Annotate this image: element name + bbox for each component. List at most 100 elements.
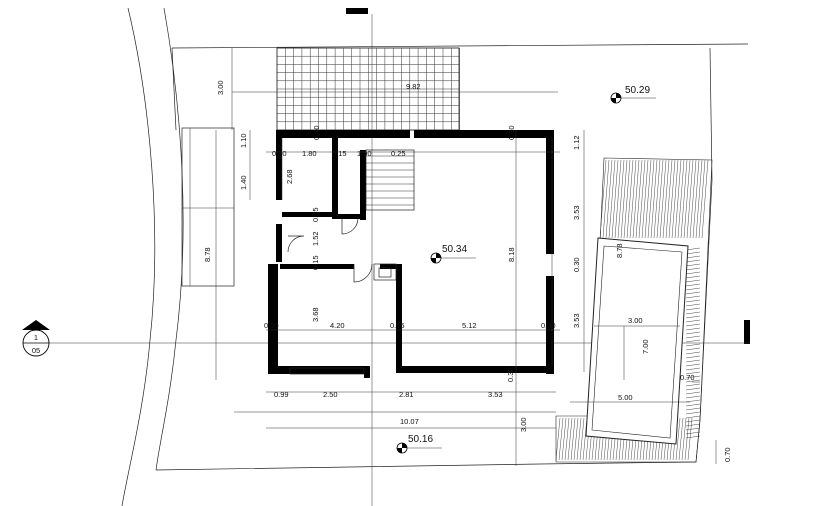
deck-hatch-line (685, 375, 701, 379)
deck-hatch-line (698, 159, 706, 239)
dim-2-81: 2.81 (399, 390, 414, 399)
deck-hatch-line (683, 159, 691, 239)
deck-hatch-line (662, 159, 670, 239)
deck-hatch-line (685, 327, 701, 331)
deck-hatch-line (681, 417, 687, 461)
level-marker-floor: 50.34 (430, 244, 476, 264)
deck-hatch-line (685, 251, 701, 255)
deck-hatch-line (644, 159, 652, 239)
dim-9-82: 9.82 (406, 82, 421, 91)
door-swing-3 (287, 235, 305, 253)
deck-hatch-line (689, 159, 697, 239)
dim-1-12: 1.12 (572, 135, 581, 150)
deck-hatch-line (692, 159, 700, 239)
deck-hatch-line (579, 417, 585, 461)
deck-hatch-line (626, 159, 634, 239)
deck-hatch-line (685, 431, 701, 435)
dim-0-30-d: 0.30 (541, 321, 556, 330)
deck-hatch-line (641, 159, 649, 239)
deck-hatch-line (635, 159, 643, 239)
deck-hatch-line (685, 283, 701, 287)
deck-hatch-line (573, 417, 579, 461)
deck-hatch-line (599, 159, 607, 239)
site-boundary (171, 43, 749, 49)
pergola-grid (276, 47, 460, 131)
deck-hatch-line (685, 255, 701, 259)
dim-0-30-a: 0.30 (272, 149, 287, 158)
deck-hatch-line (685, 339, 701, 343)
deck-hatch-line (687, 417, 693, 461)
dim-3-68: 3.68 (311, 307, 320, 322)
dim-3-53-b: 3.53 (572, 313, 581, 328)
deck-hatch-line (620, 159, 628, 239)
deck-hatch-line (567, 417, 573, 461)
dim-2-50: 2.50 (323, 390, 338, 399)
section-sheet: 05 (32, 346, 40, 355)
dim-0-15-b: 0.15 (311, 207, 320, 222)
deck-hatch-line (685, 335, 701, 339)
level-marker-terrace: 50.29 (610, 85, 656, 104)
deck-hatch-line (650, 159, 658, 239)
deck-hatch-line (701, 159, 709, 239)
deck-hatch-line (685, 287, 701, 291)
deck-hatch-line (685, 275, 701, 279)
dim-2-68: 2.68 (285, 169, 294, 184)
deck-hatch-line (602, 159, 610, 239)
road-curve-outer (121, 7, 156, 506)
site-boundary-left (171, 47, 177, 131)
dim-3-53-a: 3.53 (572, 205, 581, 220)
deck-hatch-line (653, 159, 661, 239)
dim-5-00: 5.00 (618, 393, 633, 402)
deck-hatch-line (555, 417, 561, 461)
deck-hatch-line (685, 323, 701, 327)
deck-hatch-line (684, 417, 690, 461)
dim-8-78-pool: 8.78 (615, 243, 624, 258)
dim-0-30-b: 0.30 (312, 125, 321, 140)
deck-hatch-line (665, 159, 673, 239)
deck-hatch-line (671, 159, 679, 239)
dim-0-70-b: 0.70 (723, 447, 732, 462)
dim-0-30-f: 0.30 (506, 367, 515, 382)
deck-hatch-line (659, 159, 667, 239)
dim-0-99: 0.99 (274, 390, 289, 399)
house-walls (268, 130, 554, 378)
pool (585, 237, 689, 445)
level-garden-label: 50.16 (408, 434, 433, 445)
deck-hatch-line (695, 159, 703, 239)
left-annex (181, 127, 235, 287)
dim-0-30-e: 0.30 (572, 257, 581, 272)
deck-hatch-line (685, 387, 701, 391)
deck-hatch-line (656, 159, 664, 239)
deck-hatch-line (611, 159, 619, 239)
deck-hatch-line (685, 395, 701, 399)
dim-1-10: 1.10 (239, 133, 248, 148)
level-marker-garden: 50.16 (396, 434, 442, 454)
deck-hatch-line (647, 159, 655, 239)
deck-hatch-line (685, 331, 701, 335)
deck-hatch-line (614, 159, 622, 239)
deck-hatch-line (677, 159, 685, 239)
dim-10-07: 10.07 (400, 417, 419, 426)
deck-hatch-line (685, 271, 701, 275)
deck-hatch-line (685, 403, 701, 407)
deck-hatch-line (685, 279, 701, 283)
deck-hatch-line (685, 351, 701, 355)
deck-hatch-line (685, 259, 701, 263)
deck-hatch-line (685, 363, 701, 367)
deck-hatch-line (685, 343, 701, 347)
deck-hatch-line (685, 303, 701, 307)
dim-1-90: 1.90 (357, 149, 372, 158)
deck-hatch-line (608, 159, 616, 239)
deck-hatch-line (685, 415, 701, 419)
dim-3-53-c: 3.53 (488, 390, 503, 399)
dim-1-80: 1.80 (302, 149, 317, 158)
deck-hatch-line (685, 379, 701, 383)
deck-hatch-line (685, 427, 701, 431)
deck-hatch-line (678, 417, 684, 461)
dim-0-15-d: 0.15 (390, 321, 405, 330)
dim-7-00: 7.00 (641, 339, 650, 354)
dim-0-30-g: 0.30 (507, 125, 516, 140)
road-curve-inner (155, 7, 184, 471)
dim-5-12: 5.12 (462, 321, 477, 330)
